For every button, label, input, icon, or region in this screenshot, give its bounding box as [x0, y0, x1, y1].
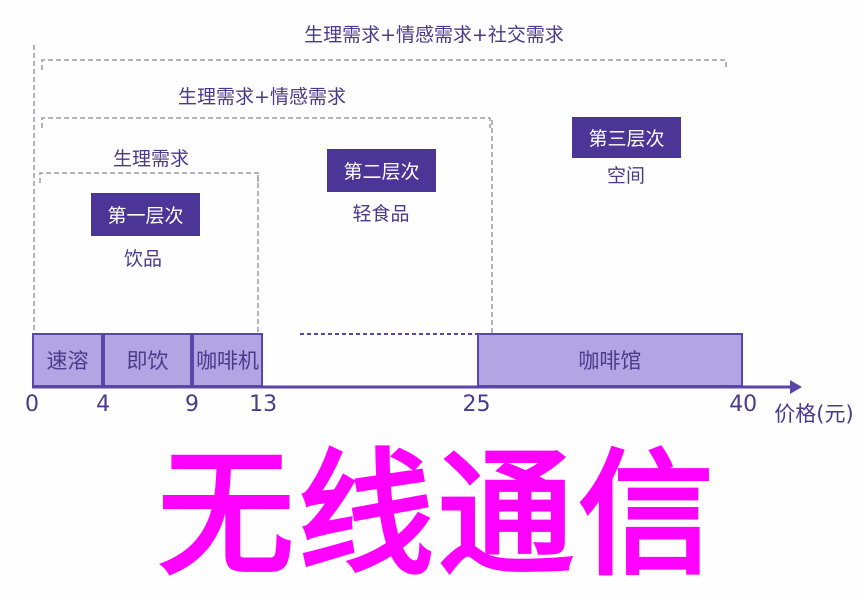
group-label-middle: 生理需求+情感需求: [178, 86, 346, 108]
inner-bracket: [39, 172, 259, 183]
tier-1-badge: 第一层次: [91, 193, 200, 236]
price-segment: 即饮: [103, 333, 192, 387]
price-segment: 咖啡机: [192, 333, 264, 387]
axis-tick-label: 4: [96, 392, 111, 417]
group-label-outer: 生理需求+情感需求+社交需求: [304, 24, 564, 46]
group-label-inner: 生理需求: [112, 148, 190, 170]
axis-tick-label: 0: [25, 392, 39, 417]
price-segment: 速溶: [32, 333, 104, 387]
axis-tick-label: 9: [185, 392, 200, 417]
tier-2-item: 轻食品: [352, 203, 410, 225]
middle-bracket: [41, 117, 491, 128]
axis-tick-label: 25: [462, 392, 491, 417]
axis-tick-label: 40: [729, 392, 758, 417]
tier-3-badge: 第三层次: [572, 117, 681, 158]
axis-label: 价格(元): [774, 402, 854, 426]
tier-3-item: 空间: [606, 165, 646, 187]
axis-arrow-icon: [790, 380, 802, 394]
price-segment: 咖啡馆: [476, 333, 744, 387]
axis-tick-label: 13: [249, 392, 278, 417]
watermark: 无线通信: [158, 437, 718, 595]
diagram-lines: [32, 45, 802, 394]
outer-bracket: [41, 59, 727, 70]
tier-2-badge: 第二层次: [327, 149, 436, 192]
tier-1-item: 饮品: [123, 248, 163, 270]
